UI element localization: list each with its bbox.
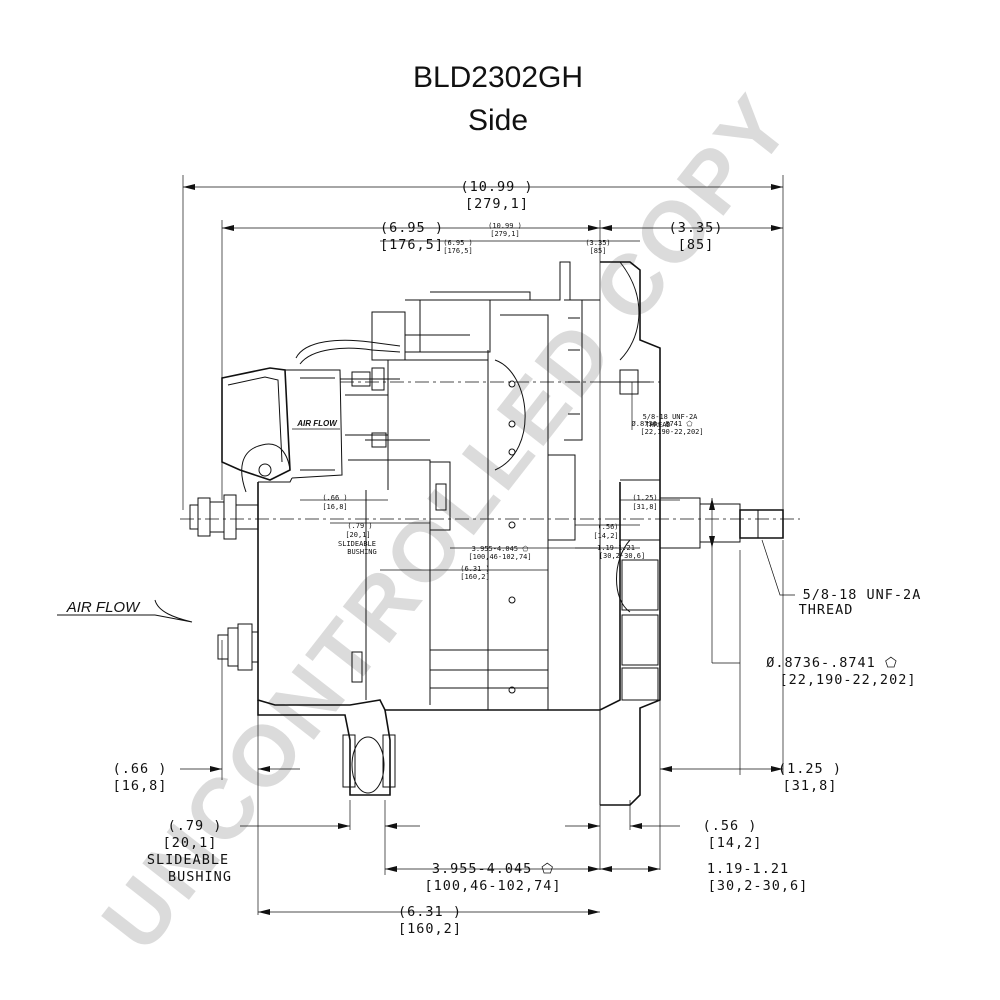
small-front-inch: (3.35) — [585, 239, 610, 247]
small-foot-offset-mm: [16,8] — [322, 503, 347, 511]
dim-shaft-len-mm: [31,8] — [783, 778, 838, 794]
small-thread-line1: 5/8-18 UNF-2A — [643, 413, 699, 421]
small-shaft-dia-line1: Ø.8736-.8741 ⬠ — [632, 420, 693, 428]
small-mount-total-mm: [160,2] — [460, 573, 490, 581]
small-flange-mm: [30,2-30,6] — [599, 552, 645, 560]
output-terminal-stud — [217, 623, 363, 683]
thread-note-line1: 5/8-18 UNF-2A — [803, 587, 922, 603]
small-bushing-note2: BUSHING — [347, 548, 377, 556]
model-title: BLD2302GH — [413, 61, 583, 94]
small-thread-line2: THREAD — [645, 421, 670, 429]
small-shaft-dia-line2: [22,190-22,202] — [640, 428, 703, 436]
air-flow-label: AIR FLOW — [66, 599, 141, 616]
dim-mount-span-mm: [100,46-102,74] — [425, 878, 562, 894]
dim-hub-mm: [14,2] — [708, 835, 763, 851]
shaft-dia-line2: [22,190-22,202] — [780, 672, 917, 688]
dim-mount-total-inch: (6.31 ) — [398, 904, 462, 920]
small-hub-inch: (.56) — [597, 523, 618, 531]
thread-note-line2: THREAD — [799, 602, 854, 618]
dimension-lines — [180, 175, 795, 915]
small-body-inch: (6.95 ) — [443, 239, 473, 247]
small-mount-span-mm: [100,46-102,74] — [468, 553, 531, 561]
air-flow-label-small: AIR FLOW — [296, 419, 338, 428]
small-bushing-inch: (.79 ) — [347, 522, 372, 530]
small-flange-inch: 1.19-1.21 — [597, 544, 635, 552]
dim-overall-inch: (10.99 ) — [460, 179, 533, 195]
small-mount-span-inch: 3.955-4.045 ⬠ — [472, 545, 529, 553]
view-title: Side — [468, 104, 528, 137]
dim-bushing-inch: (.79 ) — [168, 818, 223, 834]
small-shaft-len-inch: (1.25) — [632, 494, 657, 502]
dim-mount-total-mm: [160,2] — [398, 921, 462, 937]
small-foot-offset-inch: (.66 ) — [322, 494, 347, 502]
small-overall-inch: (10.99 ) — [488, 222, 522, 230]
dim-bushing-note1: SLIDEABLE — [147, 852, 229, 868]
dim-front-inch: (3.35) — [669, 220, 724, 236]
small-dimension-text: (10.99 ) [279,1] (6.95 ) [176,5] (3.35) … — [322, 222, 703, 581]
small-bushing-note1: SLIDEABLE — [338, 540, 376, 548]
small-body-mm: [176,5] — [443, 247, 473, 255]
dim-foot-offset-inch: (.66 ) — [113, 761, 168, 777]
small-overall-mm: [279,1] — [490, 230, 520, 238]
dim-body-inch: (6.95 ) — [380, 220, 444, 236]
dim-foot-offset-mm: [16,8] — [113, 778, 168, 794]
small-mount-total-inch: (6.31 ) — [460, 565, 490, 573]
dimension-text: (10.99 ) [279,1] (6.95 ) [176,5] (3.35) … — [113, 179, 922, 937]
small-hub-mm: [14,2] — [593, 532, 618, 540]
dim-shaft-len-inch: (1.25 ) — [778, 761, 842, 777]
small-front-mm: [85] — [590, 247, 607, 255]
small-shaft-len-mm: [31,8] — [632, 503, 657, 511]
dim-flange-inch: 1.19-1.21 — [707, 861, 789, 877]
dim-flange-mm: [30,2-30,6] — [708, 878, 808, 894]
shaft — [660, 497, 784, 549]
mounting-foot — [257, 700, 396, 796]
small-bushing-mm: [20,1] — [345, 531, 370, 539]
air-flow-indicator: AIR FLOW AIR FLOW — [57, 419, 340, 623]
dim-bushing-mm: [20,1] — [163, 835, 218, 851]
dim-hub-inch: (.56 ) — [703, 818, 758, 834]
alternator-body — [189, 261, 784, 806]
air-flow-arrow-icon — [154, 599, 193, 623]
dim-front-mm: [85] — [678, 237, 715, 253]
rear-terminal-stud — [189, 494, 259, 540]
dim-body-mm: [176,5] — [380, 237, 444, 253]
dim-overall-mm: [279,1] — [465, 196, 529, 212]
dim-mount-span-inch: 3.955-4.045 ⬠ — [432, 861, 554, 877]
dim-bushing-note2: BUSHING — [168, 869, 232, 885]
front-fan — [564, 261, 661, 806]
shaft-dia-line1: Ø.8736-.8741 ⬠ — [766, 655, 897, 671]
